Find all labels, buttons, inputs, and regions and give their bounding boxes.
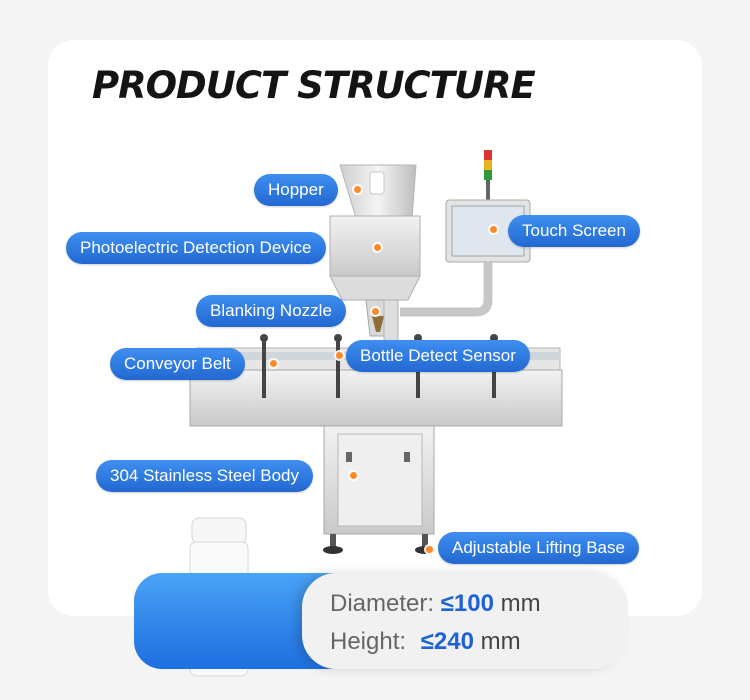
spec-diameter-label: Diameter: — [330, 590, 435, 617]
callout-conveyor-belt: Conveyor Belt — [110, 348, 245, 380]
spec-diameter: Diameter: ≤100 mm — [330, 590, 541, 618]
spec-diameter-value: ≤100 — [440, 590, 494, 617]
marker-dot — [426, 546, 433, 553]
page-title: PRODUCT STRUCTURE — [92, 64, 536, 107]
callout-photoelectric-detection-device: Photoelectric Detection Device — [66, 232, 326, 264]
callout-adjustable-lifting-base: Adjustable Lifting Base — [438, 532, 639, 564]
callout-blanking-nozzle: Blanking Nozzle — [196, 295, 346, 327]
spec-height: Height: ≤240 mm — [330, 628, 521, 656]
callout-hopper: Hopper — [254, 174, 338, 206]
callout-bottle-detect-sensor: Bottle Detect Sensor — [346, 340, 530, 372]
spec-height-label: Height: — [330, 628, 407, 655]
spec-height-value: ≤240 — [420, 628, 474, 655]
spec-height-unit: mm — [480, 628, 521, 655]
marker-dot — [372, 308, 379, 315]
callout-stainless-steel-body: 304 Stainless Steel Body — [96, 460, 314, 492]
marker-dot — [350, 472, 357, 479]
marker-dot — [374, 244, 381, 251]
marker-dot — [490, 226, 497, 233]
marker-dot — [354, 186, 361, 193]
spec-diameter-unit: mm — [500, 590, 541, 617]
marker-dot — [270, 360, 277, 367]
marker-dot — [336, 352, 343, 359]
spec-panel — [302, 573, 628, 669]
callout-touch-screen: Touch Screen — [508, 215, 640, 247]
